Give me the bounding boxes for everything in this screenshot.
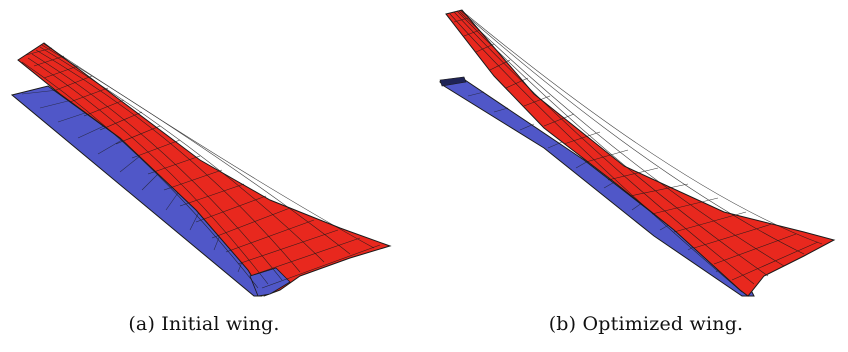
- upper-surface-mesh: [21, 43, 381, 289]
- lower-surface-root: [249, 267, 291, 297]
- optimized-wing-render: [438, 9, 836, 297]
- caption-optimized-wing: (b) Optimized wing.: [548, 313, 744, 335]
- lower-surface: [438, 77, 755, 297]
- caption-initial-wing: (a) Initial wing.: [128, 313, 280, 335]
- figure-initial-wing: (a) Initial wing.: [10, 42, 392, 335]
- initial-wing-render: [10, 42, 392, 297]
- lower-surface-edge: [439, 76, 467, 87]
- figure-optimized-wing: (b) Optimized wing.: [424, 0, 848, 352]
- upper-surface: [17, 42, 392, 297]
- upper-surface: [445, 9, 836, 297]
- upper-surface-mesh: [449, 9, 823, 293]
